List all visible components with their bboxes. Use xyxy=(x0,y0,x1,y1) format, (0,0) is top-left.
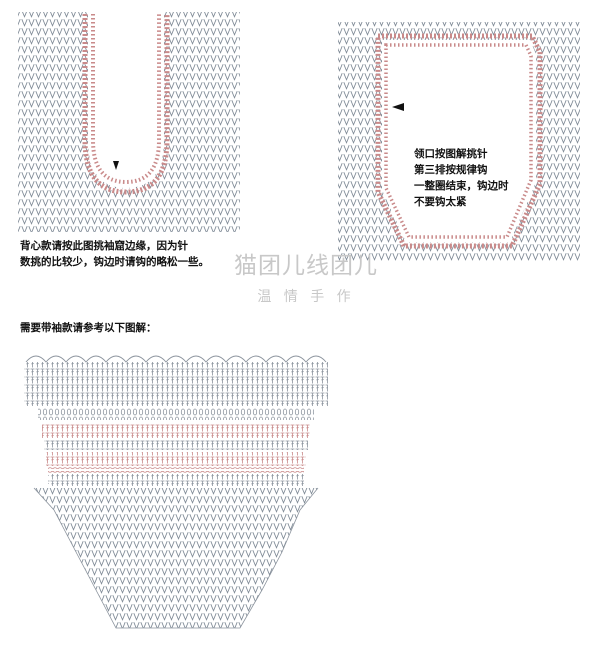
neckline-note-line-3: 一整圈结束，钩边时 xyxy=(414,180,509,192)
sleeve-band-3 xyxy=(44,440,308,450)
neckline-chart xyxy=(338,22,580,262)
neckline-note-line-2: 第三排按规律钩 xyxy=(414,164,488,176)
sleeve-cap-rows xyxy=(24,362,328,406)
armhole-chart xyxy=(18,12,240,232)
neckline-edge-inner xyxy=(384,43,533,239)
neckline-note: 领口按图解挑针 第三排按规律钩 一整圈结束，钩边时 不要钩太紧 xyxy=(412,146,511,210)
armhole-note-line-1: 背心款请按此图挑袖窟边缘，因为针 xyxy=(20,240,188,252)
neckline-edge-outer xyxy=(375,33,543,249)
sleeve-heading: 需要带袖款请参考以下图解： xyxy=(20,322,157,334)
sleeve-scallop-edge xyxy=(25,355,327,363)
armhole-edge-outer xyxy=(82,14,170,195)
neckline-stitch-grid xyxy=(338,22,580,262)
armhole-note: 背心款请按此图挑袖窟边缘，因为针 数挑的比较少，钩边时请钩的略松一些。 xyxy=(20,238,209,270)
neckline-start-marker xyxy=(392,103,404,111)
armhole-edge-inner xyxy=(91,14,161,185)
neckline-note-line-4: 不要钩太紧 xyxy=(414,196,467,208)
neckline-note-line-1: 领口按图解挑针 xyxy=(414,148,488,160)
watermark-subtitle: 温 情 手 作 xyxy=(257,289,355,305)
armhole-start-marker xyxy=(113,161,119,170)
armhole-note-line-2: 数挑的比较少，钩边时请钩的略松一些。 xyxy=(20,256,209,268)
sleeve-dot-row xyxy=(48,467,304,473)
sleeve-band-2-accent xyxy=(42,424,310,438)
sleeve-band-1 xyxy=(38,408,314,420)
sleeve-band-5 xyxy=(48,474,304,486)
sleeve-band-4-accent xyxy=(46,452,306,466)
armhole-stitch-grid xyxy=(18,12,240,232)
sleeve-body-outline xyxy=(33,487,319,629)
watermark-title: 猫团儿线团儿 xyxy=(234,253,378,279)
sleeve-chart xyxy=(24,355,328,629)
sleeve-body-grid xyxy=(34,488,318,628)
